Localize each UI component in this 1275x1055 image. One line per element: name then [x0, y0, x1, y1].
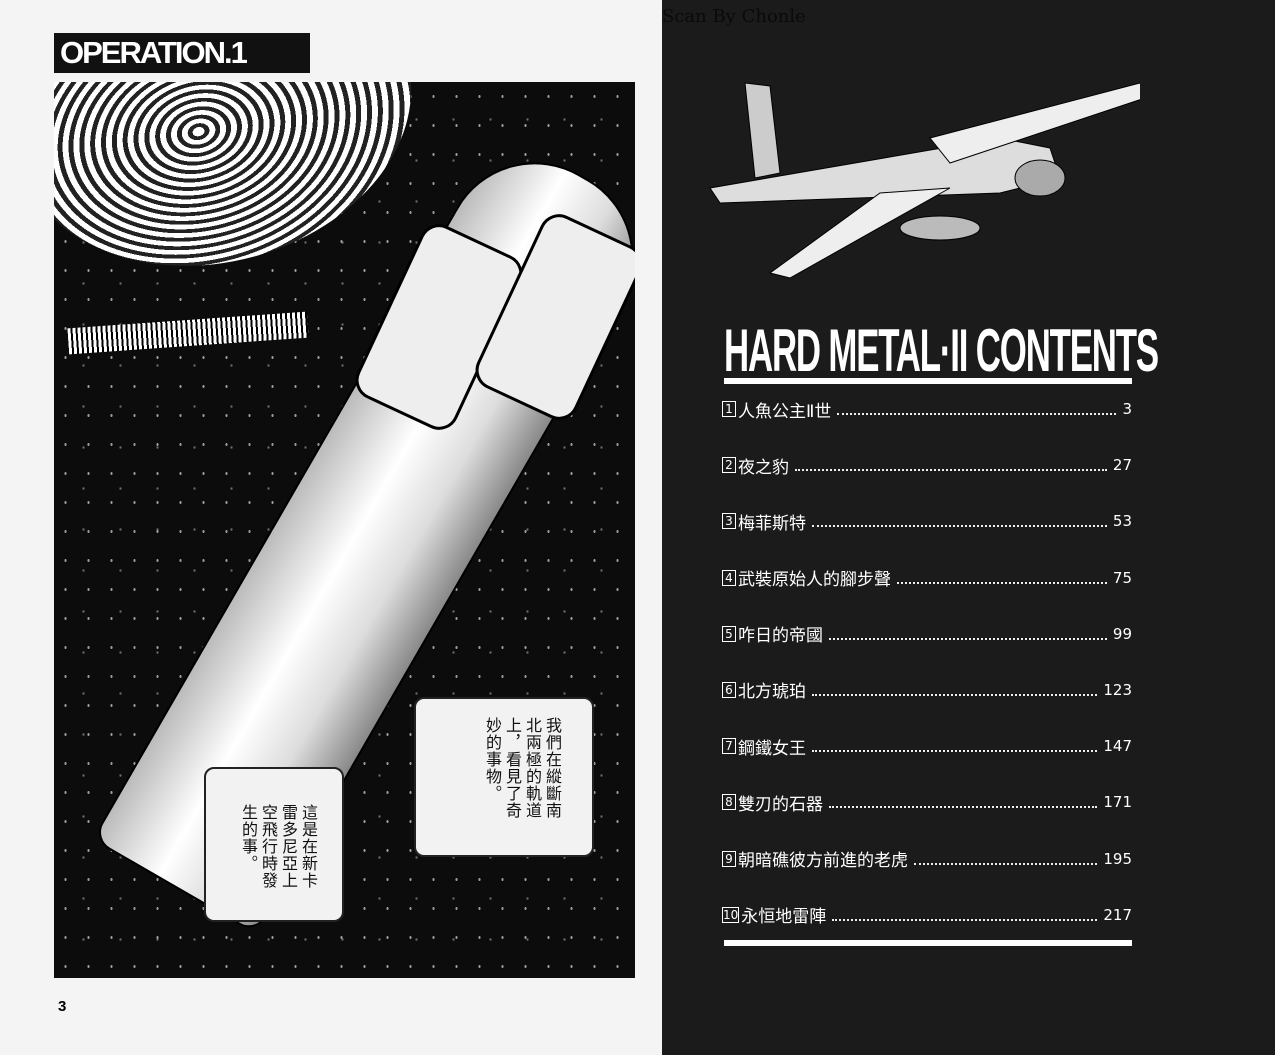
entry-title: 人魚公主Ⅱ世	[738, 401, 832, 422]
leader-dots	[812, 750, 1098, 753]
leader-dots	[829, 806, 1098, 809]
leader-dots	[812, 525, 1107, 528]
chapter-title: OPERATION.1	[54, 33, 310, 73]
leader-dots	[829, 637, 1107, 640]
leader-dots	[914, 862, 1098, 865]
entry-title: 鋼鐵女王	[738, 738, 806, 759]
entry-title: 永恒地雷陣	[741, 907, 827, 928]
watermark: Scan By Chonle	[662, 6, 806, 27]
leader-dots	[812, 693, 1098, 696]
entry-title: 武裝原始人的腳步聲	[738, 570, 891, 591]
leader-dots	[832, 918, 1098, 921]
entry-title: 梅菲斯特	[738, 513, 806, 534]
entry-title: 北方琥珀	[738, 682, 806, 703]
leader-dots	[897, 581, 1107, 584]
entry-number: 6	[722, 681, 736, 698]
entry-page: 99	[1112, 624, 1132, 643]
entry-number: 1	[722, 401, 736, 417]
caption-text: 我們在縱斷南北兩極的軌道上，看見了奇妙的事物。	[483, 717, 562, 819]
entry-title: 夜之豹	[738, 457, 789, 478]
entry-number: 10	[722, 906, 740, 923]
entry-page: 75	[1112, 568, 1132, 587]
entry-number: 7	[722, 738, 736, 755]
entry-title: 咋日的帝國	[738, 626, 823, 647]
entry-title: 雙刃的石器	[738, 794, 823, 815]
entry-page: 171	[1103, 793, 1132, 812]
entry-page: 217	[1103, 905, 1132, 924]
entry-number: 3	[722, 513, 736, 530]
entry-number: 8	[722, 794, 736, 811]
page-number: 3	[58, 998, 67, 1015]
entry-page: 195	[1103, 849, 1132, 868]
divider	[724, 940, 1132, 946]
entry-number: 4	[722, 569, 736, 586]
entry-page: 123	[1103, 680, 1132, 699]
entry-page: 27	[1112, 456, 1132, 475]
caption-scroll: 這是在新卡雷多尼亞上空飛行時發生的事。	[204, 767, 344, 922]
divider	[724, 378, 1132, 384]
caption-text: 這是在新卡雷多尼亞上空飛行時發生的事。	[239, 804, 318, 889]
leader-dots	[837, 413, 1117, 415]
entry-number: 9	[722, 850, 736, 867]
entry-number: 2	[722, 457, 736, 474]
entry-page: 147	[1103, 737, 1132, 756]
spaceship-illustration: 我們在縱斷南北兩極的軌道上，看見了奇妙的事物。 這是在新卡雷多尼亞上空飛行時發生…	[54, 82, 635, 978]
airplane-illustration	[709, 82, 1140, 279]
entry-page: 53	[1112, 512, 1132, 531]
left-page: OPERATION.1 我們在縱斷南北兩極的軌道上，看見了奇妙的事物。 這是在新…	[0, 0, 662, 1055]
entry-page: 3	[1122, 400, 1132, 418]
contents-title: HARD METAL·II CONTENTS	[724, 317, 1159, 384]
entry-number: 5	[722, 625, 736, 642]
caption-scroll: 我們在縱斷南北兩極的軌道上，看見了奇妙的事物。	[414, 697, 594, 857]
leader-dots	[795, 469, 1107, 472]
entry-title: 朝暗礁彼方前進的老虎	[738, 851, 908, 871]
